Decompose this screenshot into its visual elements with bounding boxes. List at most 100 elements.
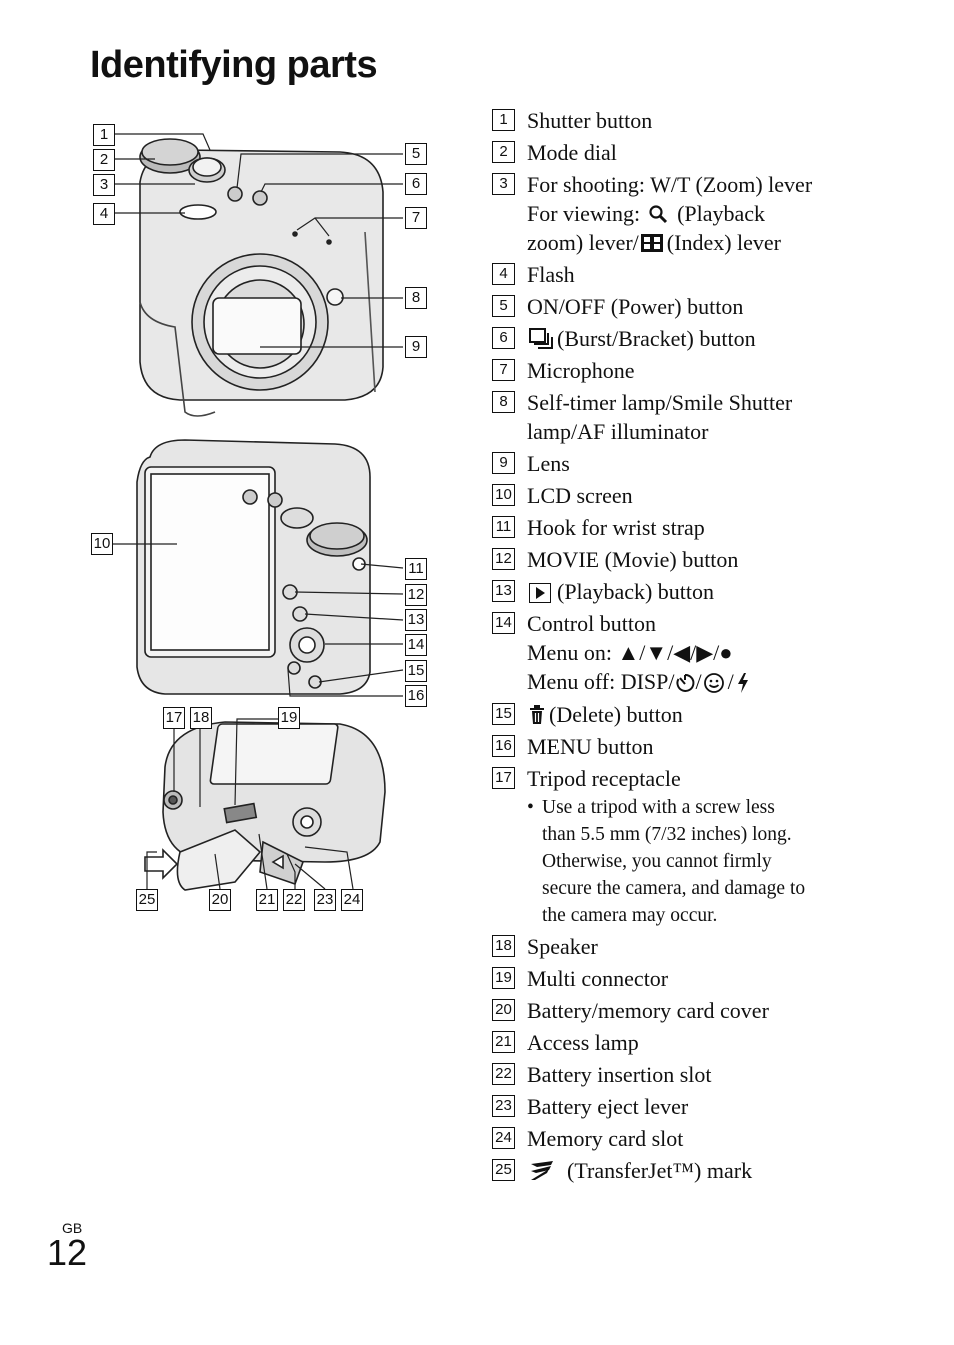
note-line: Use a tripod with a screw less [542, 796, 775, 818]
part-label-cont: lamp/AF illuminator [527, 419, 709, 445]
part-item: 11 Hook for wrist strap [492, 513, 932, 542]
figure-label-17: 17 [163, 707, 185, 729]
flash-icon [737, 672, 748, 693]
part-item: 8 Self-timer lamp/Smile Shutter lamp/AF … [492, 388, 932, 446]
part-label: Shutter button [527, 108, 653, 133]
part-label: Access lamp [527, 1029, 639, 1055]
part-number: 14 [492, 612, 515, 635]
playback-icon [529, 582, 551, 603]
transferjet-icon [531, 1161, 553, 1181]
part-item: 12 MOVIE (Movie) button [492, 545, 932, 574]
part-item: 22 Battery insertion slot [492, 1060, 932, 1089]
part-number: 1 [492, 109, 515, 131]
part-label: Battery insertion slot [527, 1061, 712, 1087]
part-item: 23 Battery eject lever [492, 1092, 932, 1121]
part-item: 14 Control button Menu on: ▲/▼/◀/▶/● Men… [492, 609, 932, 696]
part-label-row: (TransferJet™) mark [527, 1156, 932, 1185]
part-label: (Burst/Bracket) button [557, 326, 756, 351]
part-label-row: (Playback) button [527, 577, 932, 606]
figure-label-16: 16 [405, 685, 427, 707]
part-number: 13 [492, 580, 515, 603]
part-item: 25 (TransferJet™) mark [492, 1156, 932, 1185]
camera-bottom-view [144, 721, 386, 891]
part-number: 22 [492, 1062, 515, 1085]
figure-label-19: 19 [278, 707, 300, 729]
page-title: Identifying parts [90, 44, 378, 86]
figure-label-5: 5 [405, 143, 427, 165]
leader-lines [113, 133, 404, 890]
figure-label-4: 4 [93, 203, 115, 225]
figure-label-20: 20 [209, 889, 231, 911]
part-label-row: (Burst/Bracket) button [527, 324, 932, 353]
menu-on-text: Menu on: ▲/▼/◀/▶/● [527, 640, 733, 666]
magnifier-icon [648, 205, 667, 224]
part-label: Tripod receptacle [527, 765, 681, 791]
part-item: 3 For shooting: W/T (Zoom) lever For vie… [492, 170, 932, 257]
index-grid-icon [640, 234, 663, 253]
part-label: (TransferJet™) mark [567, 1157, 753, 1183]
figure-label-23: 23 [314, 889, 336, 911]
part-number: 4 [492, 263, 515, 285]
part-label: MOVIE (Movie) button [527, 547, 739, 573]
part-number: 5 [492, 295, 515, 317]
figure-label-14: 14 [405, 634, 427, 656]
part-label: Lens [527, 451, 570, 477]
part-item: 20 Battery/memory card cover [492, 996, 932, 1025]
page-number: 12 [47, 1232, 88, 1273]
figure-label-18: 18 [190, 707, 212, 729]
figure-label-21: 21 [256, 889, 278, 911]
note-line: secure the camera, and damage to [542, 877, 806, 899]
part-item: 15 (Delete) button [492, 700, 932, 729]
part-label: LCD screen [527, 483, 633, 509]
part-item: 1 Shutter button [492, 106, 932, 135]
part-number: 25 [492, 1158, 515, 1181]
viewing-line3a: zoom) lever/ [527, 230, 639, 255]
burst-icon [529, 328, 553, 350]
part-label: Hook for wrist strap [527, 515, 705, 541]
part-label: Battery eject lever [527, 1093, 689, 1119]
figure-label-10: 10 [91, 533, 113, 555]
part-number: 9 [492, 452, 515, 475]
figure-label-9: 9 [405, 336, 427, 358]
part-label: MENU button [527, 733, 654, 759]
part-item: 13 (Playback) button [492, 577, 932, 606]
part-label: For shooting: W/T (Zoom) lever [527, 172, 813, 197]
part-label: (Playback) button [557, 579, 715, 605]
figure-label-6: 6 [405, 173, 427, 195]
part-label: Memory card slot [527, 1125, 684, 1151]
part-item: 16 MENU button [492, 732, 932, 761]
part-label: Self-timer lamp/Smile Shutter [527, 390, 793, 416]
part-label: Speaker [527, 933, 598, 959]
parts-list: 1 Shutter button 2 Mode dial 3 For shoot… [492, 106, 932, 1188]
part-number: 8 [492, 391, 515, 414]
part-number: 7 [492, 359, 515, 382]
part-label: Microphone [527, 358, 635, 384]
part-item: 2 Mode dial [492, 138, 932, 167]
menu-off-text: Menu off: DISP/ [527, 669, 675, 695]
figure-label-25: 25 [136, 889, 158, 911]
part-number: 21 [492, 1030, 515, 1053]
menu-off-sep-2: / [727, 669, 734, 695]
part-item: 9 Lens [492, 449, 932, 478]
part-number: 15 [492, 702, 515, 725]
figure-label-1: 1 [93, 124, 115, 146]
part-number: 10 [492, 484, 515, 507]
part-number: 17 [492, 766, 515, 789]
note-line: Otherwise, you cannot firmly [542, 850, 772, 872]
part-number: 18 [492, 934, 515, 957]
part-number: 2 [492, 141, 515, 163]
part-label: Mode dial [527, 140, 617, 165]
part-label-viewing: For viewing: (Playback [527, 199, 932, 228]
part-number: 11 [492, 516, 515, 539]
part-number: 12 [492, 548, 515, 571]
figure-label-13: 13 [405, 609, 427, 631]
part-label: ON/OFF (Power) button [527, 294, 744, 319]
viewing-mid: (Playback [677, 201, 766, 226]
part-item: 24 Memory card slot [492, 1124, 932, 1153]
tripod-note: • Use a tripod with a screw less than 5.… [527, 794, 932, 929]
part-item: 19 Multi connector [492, 964, 932, 993]
camera-back-view [136, 439, 371, 695]
figure-label-15: 15 [405, 660, 427, 682]
part-item: 6 (Burst/Bracket) button [492, 324, 932, 353]
part-number: 16 [492, 734, 515, 757]
